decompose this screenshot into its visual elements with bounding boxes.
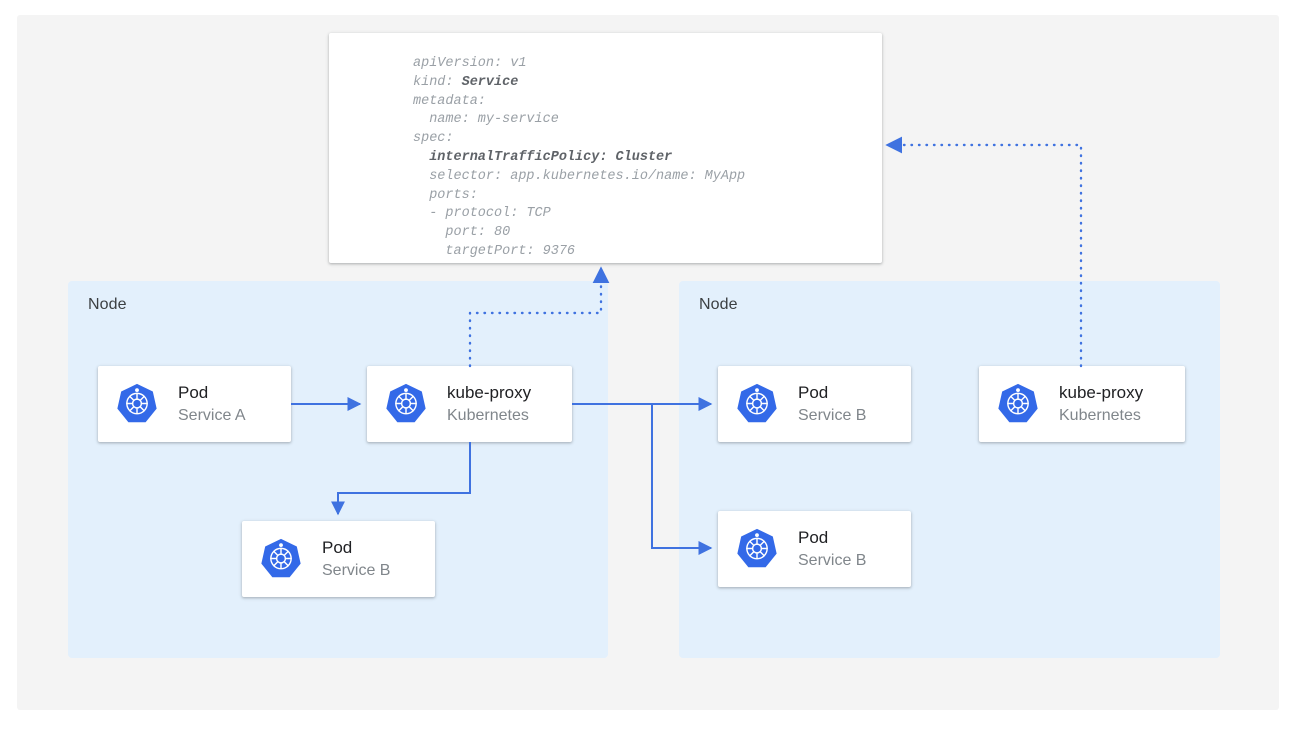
kubernetes-icon xyxy=(734,381,780,427)
manifest-line: metadata: xyxy=(413,93,486,109)
card-pod-service-b-top[interactable]: Pod Service B xyxy=(718,366,911,442)
manifest-line: ports: xyxy=(413,187,478,203)
card-subtitle: Service B xyxy=(322,561,391,579)
card-title: Pod xyxy=(322,538,353,558)
kubernetes-icon xyxy=(995,381,1041,427)
card-subtitle: Kubernetes xyxy=(447,406,529,424)
card-pod-service-a[interactable]: Pod Service A xyxy=(98,366,291,442)
service-manifest-panel: apiVersion: v1 kind: Service metadata: nam… xyxy=(329,33,882,263)
card-title: Pod xyxy=(798,528,829,548)
manifest-line: name: my-service xyxy=(413,112,559,128)
card-title: Pod xyxy=(178,383,209,403)
card-kube-proxy-left[interactable]: kube-proxy Kubernetes xyxy=(367,366,572,442)
card-pod-service-b-bottom[interactable]: Pod Service B xyxy=(718,511,911,587)
service-manifest-code: apiVersion: v1 kind: Service metadata: nam… xyxy=(413,55,882,262)
card-subtitle: Service A xyxy=(178,406,246,424)
manifest-line: kind: Service xyxy=(413,74,519,90)
node-label-left: Node xyxy=(88,296,127,313)
card-title: kube-proxy xyxy=(1059,383,1144,403)
kubernetes-icon xyxy=(734,526,780,572)
card-kube-proxy-right[interactable]: kube-proxy Kubernetes xyxy=(979,366,1185,442)
kubernetes-icon xyxy=(114,381,160,427)
card-text-pod-service-b-left: Pod Service B xyxy=(322,537,390,580)
diagram-canvas: Node Node apiVersion: v1 kind: Service met… xyxy=(17,15,1279,710)
card-text-kube-proxy-left: kube-proxy Kubernetes xyxy=(447,382,531,425)
node-container-left: Node xyxy=(68,281,608,658)
manifest-line: - protocol: TCP xyxy=(413,206,551,222)
manifest-line: spec: xyxy=(413,131,454,147)
card-text-pod-service-a: Pod Service A xyxy=(178,382,246,425)
manifest-line: targetPort: 9376 xyxy=(413,243,576,259)
manifest-line: internalTrafficPolicy: Cluster xyxy=(413,149,673,165)
manifest-line: apiVersion: v1 xyxy=(413,56,527,71)
card-text-pod-service-b-bottom: Pod Service B xyxy=(798,527,866,570)
card-title: kube-proxy xyxy=(447,383,532,403)
card-text-kube-proxy-right: kube-proxy Kubernetes xyxy=(1059,382,1143,425)
card-title: Pod xyxy=(798,383,829,403)
card-pod-service-b-left[interactable]: Pod Service B xyxy=(242,521,435,597)
manifest-line: port: 80 xyxy=(413,225,511,241)
node-container-right: Node xyxy=(679,281,1220,658)
node-label-right: Node xyxy=(699,296,738,313)
card-subtitle: Kubernetes xyxy=(1059,406,1141,424)
kubernetes-icon xyxy=(258,536,304,582)
kubernetes-icon xyxy=(383,381,429,427)
card-text-pod-service-b-top: Pod Service B xyxy=(798,382,866,425)
manifest-line: selector: app.kubernetes.io/name: MyApp xyxy=(413,168,746,184)
card-subtitle: Service B xyxy=(798,551,867,569)
card-subtitle: Service B xyxy=(798,406,867,424)
